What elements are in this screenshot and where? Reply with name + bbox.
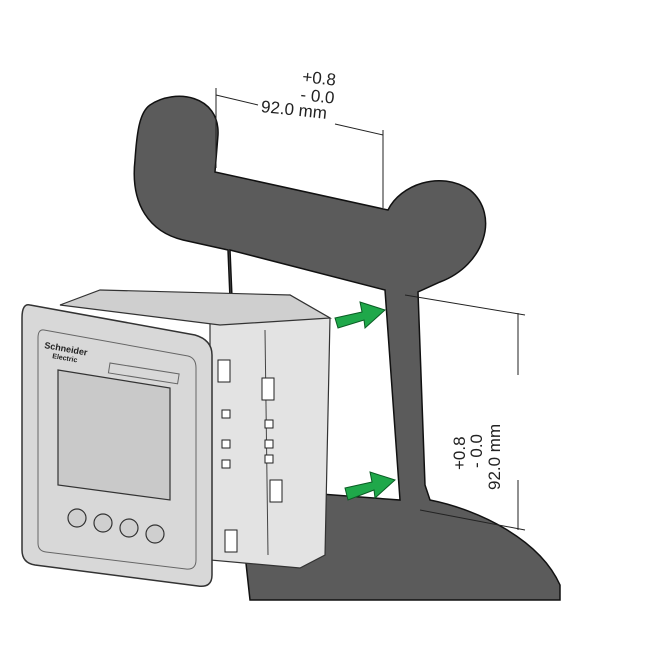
height-tol-plus: +0.8 <box>450 436 469 470</box>
device-display <box>57 369 171 501</box>
width-dimension <box>215 88 384 208</box>
device-label-slot <box>107 362 180 385</box>
height-value: 92.0 mm <box>485 424 504 490</box>
height-tol-minus: - 0.0 <box>467 434 486 468</box>
device-buttons <box>67 508 165 544</box>
device-body-side <box>209 294 331 569</box>
device-terminals <box>217 359 283 553</box>
insert-arrow-icon <box>334 301 386 330</box>
insert-arrow-icon <box>344 471 396 501</box>
width-tol-minus: - 0.0 <box>300 85 336 107</box>
device-body-top <box>59 289 333 326</box>
width-tol-plus: +0.8 <box>301 67 336 89</box>
svg-text:Electric: Electric <box>52 353 78 364</box>
height-dimension <box>404 294 526 531</box>
